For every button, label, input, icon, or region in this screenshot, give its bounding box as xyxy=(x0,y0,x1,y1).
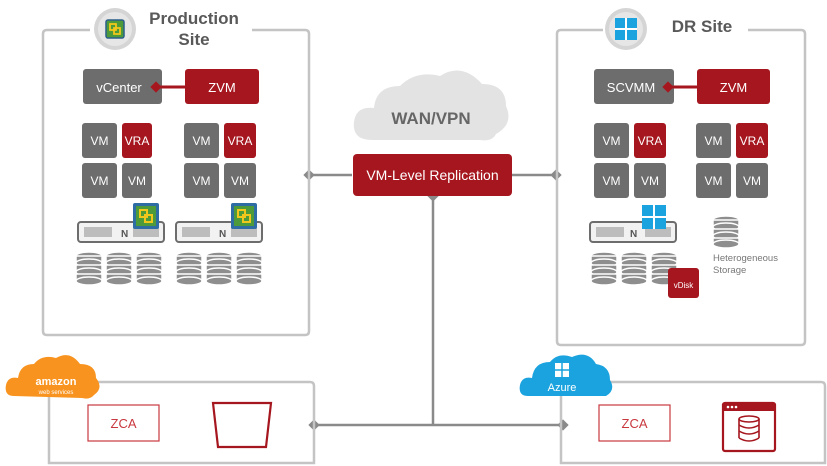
vra-label: VRA xyxy=(740,134,765,148)
heterogeneous-storage-icon xyxy=(712,215,740,249)
production-frame xyxy=(41,28,311,337)
vm-label: VM xyxy=(705,134,723,148)
blob-storage-icon xyxy=(721,401,777,453)
vm-box xyxy=(82,123,117,158)
vra-label: VRA xyxy=(228,134,253,148)
vm-box xyxy=(634,163,666,198)
wan-label: WAN/VPN xyxy=(391,109,470,128)
storage-group-left xyxy=(75,251,163,286)
zca-label: ZCA xyxy=(111,416,137,431)
vra-box xyxy=(224,123,256,158)
database-icon xyxy=(75,251,103,286)
vm-label: VM xyxy=(91,174,109,188)
vm-label: VM xyxy=(705,174,723,188)
database-icon xyxy=(205,251,233,286)
production-site: Production Site vCenter ZVM VM VRA VM VM… xyxy=(41,8,311,337)
server-icon: N xyxy=(175,221,263,243)
vra-label: VRA xyxy=(638,134,663,148)
vm-label: VM xyxy=(193,174,211,188)
vm-label: VM xyxy=(603,134,621,148)
zvm-label: ZVM xyxy=(720,80,747,95)
svg-text:N: N xyxy=(219,229,226,240)
aws-region: amazon web services ZCA xyxy=(5,355,316,465)
database-icon xyxy=(235,251,263,286)
vra-label: VRA xyxy=(125,134,150,148)
aws-logo-line1: amazon xyxy=(36,376,77,388)
database-icon xyxy=(105,251,133,286)
vra-box xyxy=(122,123,152,158)
windows-site-icon xyxy=(605,8,647,50)
vm-box xyxy=(184,123,219,158)
dr-title: DR Site xyxy=(672,17,732,36)
vdisk-box xyxy=(668,268,699,298)
zvm-label: ZVM xyxy=(208,80,235,95)
azure-region: Azure ZCA xyxy=(519,354,827,465)
vra-box xyxy=(634,123,666,158)
vm-label: VM xyxy=(641,174,659,188)
vm-box xyxy=(224,163,256,198)
vm-box xyxy=(696,163,731,198)
aws-logo-line2: web services xyxy=(38,390,74,396)
vmware-host-icon xyxy=(231,203,257,229)
vm-box xyxy=(696,123,731,158)
production-title-line1: Production xyxy=(149,9,239,28)
wan-cloud: WAN/VPN xyxy=(353,70,509,141)
vm-label: VM xyxy=(743,174,761,188)
dr-site: DR Site SCVMM ZVM VM VRA VM VM VM VRA VM… xyxy=(555,8,807,347)
vm-box xyxy=(82,163,117,198)
vm-label: VM xyxy=(128,174,146,188)
database-icon xyxy=(620,251,648,286)
zca-box xyxy=(87,404,160,442)
dr-frame xyxy=(555,28,807,347)
vm-box xyxy=(594,163,629,198)
replication-label: VM-Level Replication xyxy=(366,167,498,183)
vcenter-label: vCenter xyxy=(96,80,142,95)
storage-group-dr xyxy=(590,251,678,286)
vra-box xyxy=(736,123,768,158)
windows-host-icon xyxy=(642,205,666,229)
database-icon xyxy=(590,251,618,286)
zvm-box xyxy=(185,69,259,104)
database-icon xyxy=(135,251,163,286)
scvmm-label: SCVMM xyxy=(607,80,655,95)
hetero-label-line2: Storage xyxy=(713,265,746,276)
svg-text:N: N xyxy=(121,229,128,240)
vcenter-box xyxy=(83,69,162,104)
hetero-label-line1: Heterogeneous xyxy=(713,253,778,264)
storage-group-right xyxy=(175,251,263,286)
vm-box xyxy=(736,163,768,198)
database-icon xyxy=(175,251,203,286)
vm-label: VM xyxy=(603,174,621,188)
azure-logo: Azure xyxy=(548,382,577,394)
zca-box xyxy=(598,404,671,442)
zvm-box xyxy=(697,69,770,104)
cloud-icon xyxy=(353,70,509,141)
connection-lines xyxy=(309,173,563,427)
vm-label: VM xyxy=(91,134,109,148)
vdisk-label: vDisk xyxy=(674,281,695,290)
zca-label: ZCA xyxy=(622,416,648,431)
aws-cloud-icon xyxy=(5,355,100,399)
replication-box xyxy=(353,154,512,196)
vm-box xyxy=(184,163,219,198)
vm-box xyxy=(122,163,152,198)
production-title-line2: Site xyxy=(178,30,209,49)
vm-label: VM xyxy=(231,174,249,188)
vm-box xyxy=(594,123,629,158)
svg-text:N: N xyxy=(630,229,637,240)
vmware-host-icon xyxy=(133,203,159,229)
vmware-site-icon xyxy=(94,8,136,50)
s3-bucket-icon xyxy=(211,401,273,449)
line-dot xyxy=(557,419,569,431)
scvmm-box xyxy=(594,69,674,104)
vm-label: VM xyxy=(193,134,211,148)
